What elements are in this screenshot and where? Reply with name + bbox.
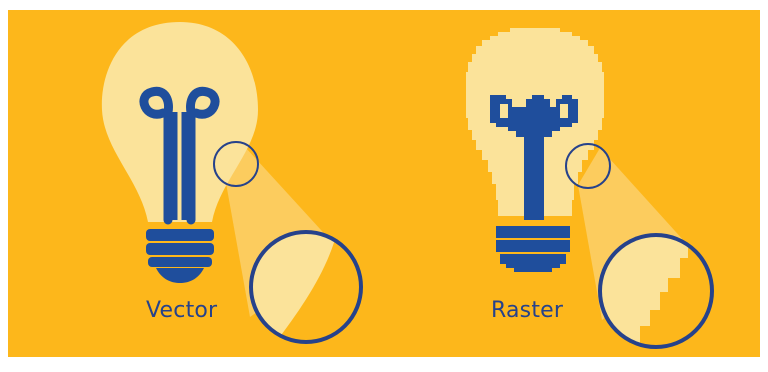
raster-filament bbox=[490, 95, 578, 220]
raster-zoom-marker bbox=[565, 143, 611, 189]
raster-magnifier bbox=[598, 233, 714, 349]
vector-bulb-base bbox=[146, 229, 214, 283]
raster-bulb bbox=[466, 28, 714, 349]
vector-filament bbox=[139, 86, 220, 225]
vector-bulb-glass bbox=[101, 22, 258, 222]
vector-bulb bbox=[101, 22, 363, 344]
vector-label: Vector bbox=[146, 298, 218, 323]
vector-magnifier bbox=[249, 230, 363, 344]
raster-label: Raster bbox=[491, 298, 564, 323]
vector-zoom-marker bbox=[213, 141, 259, 187]
raster-bulb-base bbox=[496, 226, 570, 272]
